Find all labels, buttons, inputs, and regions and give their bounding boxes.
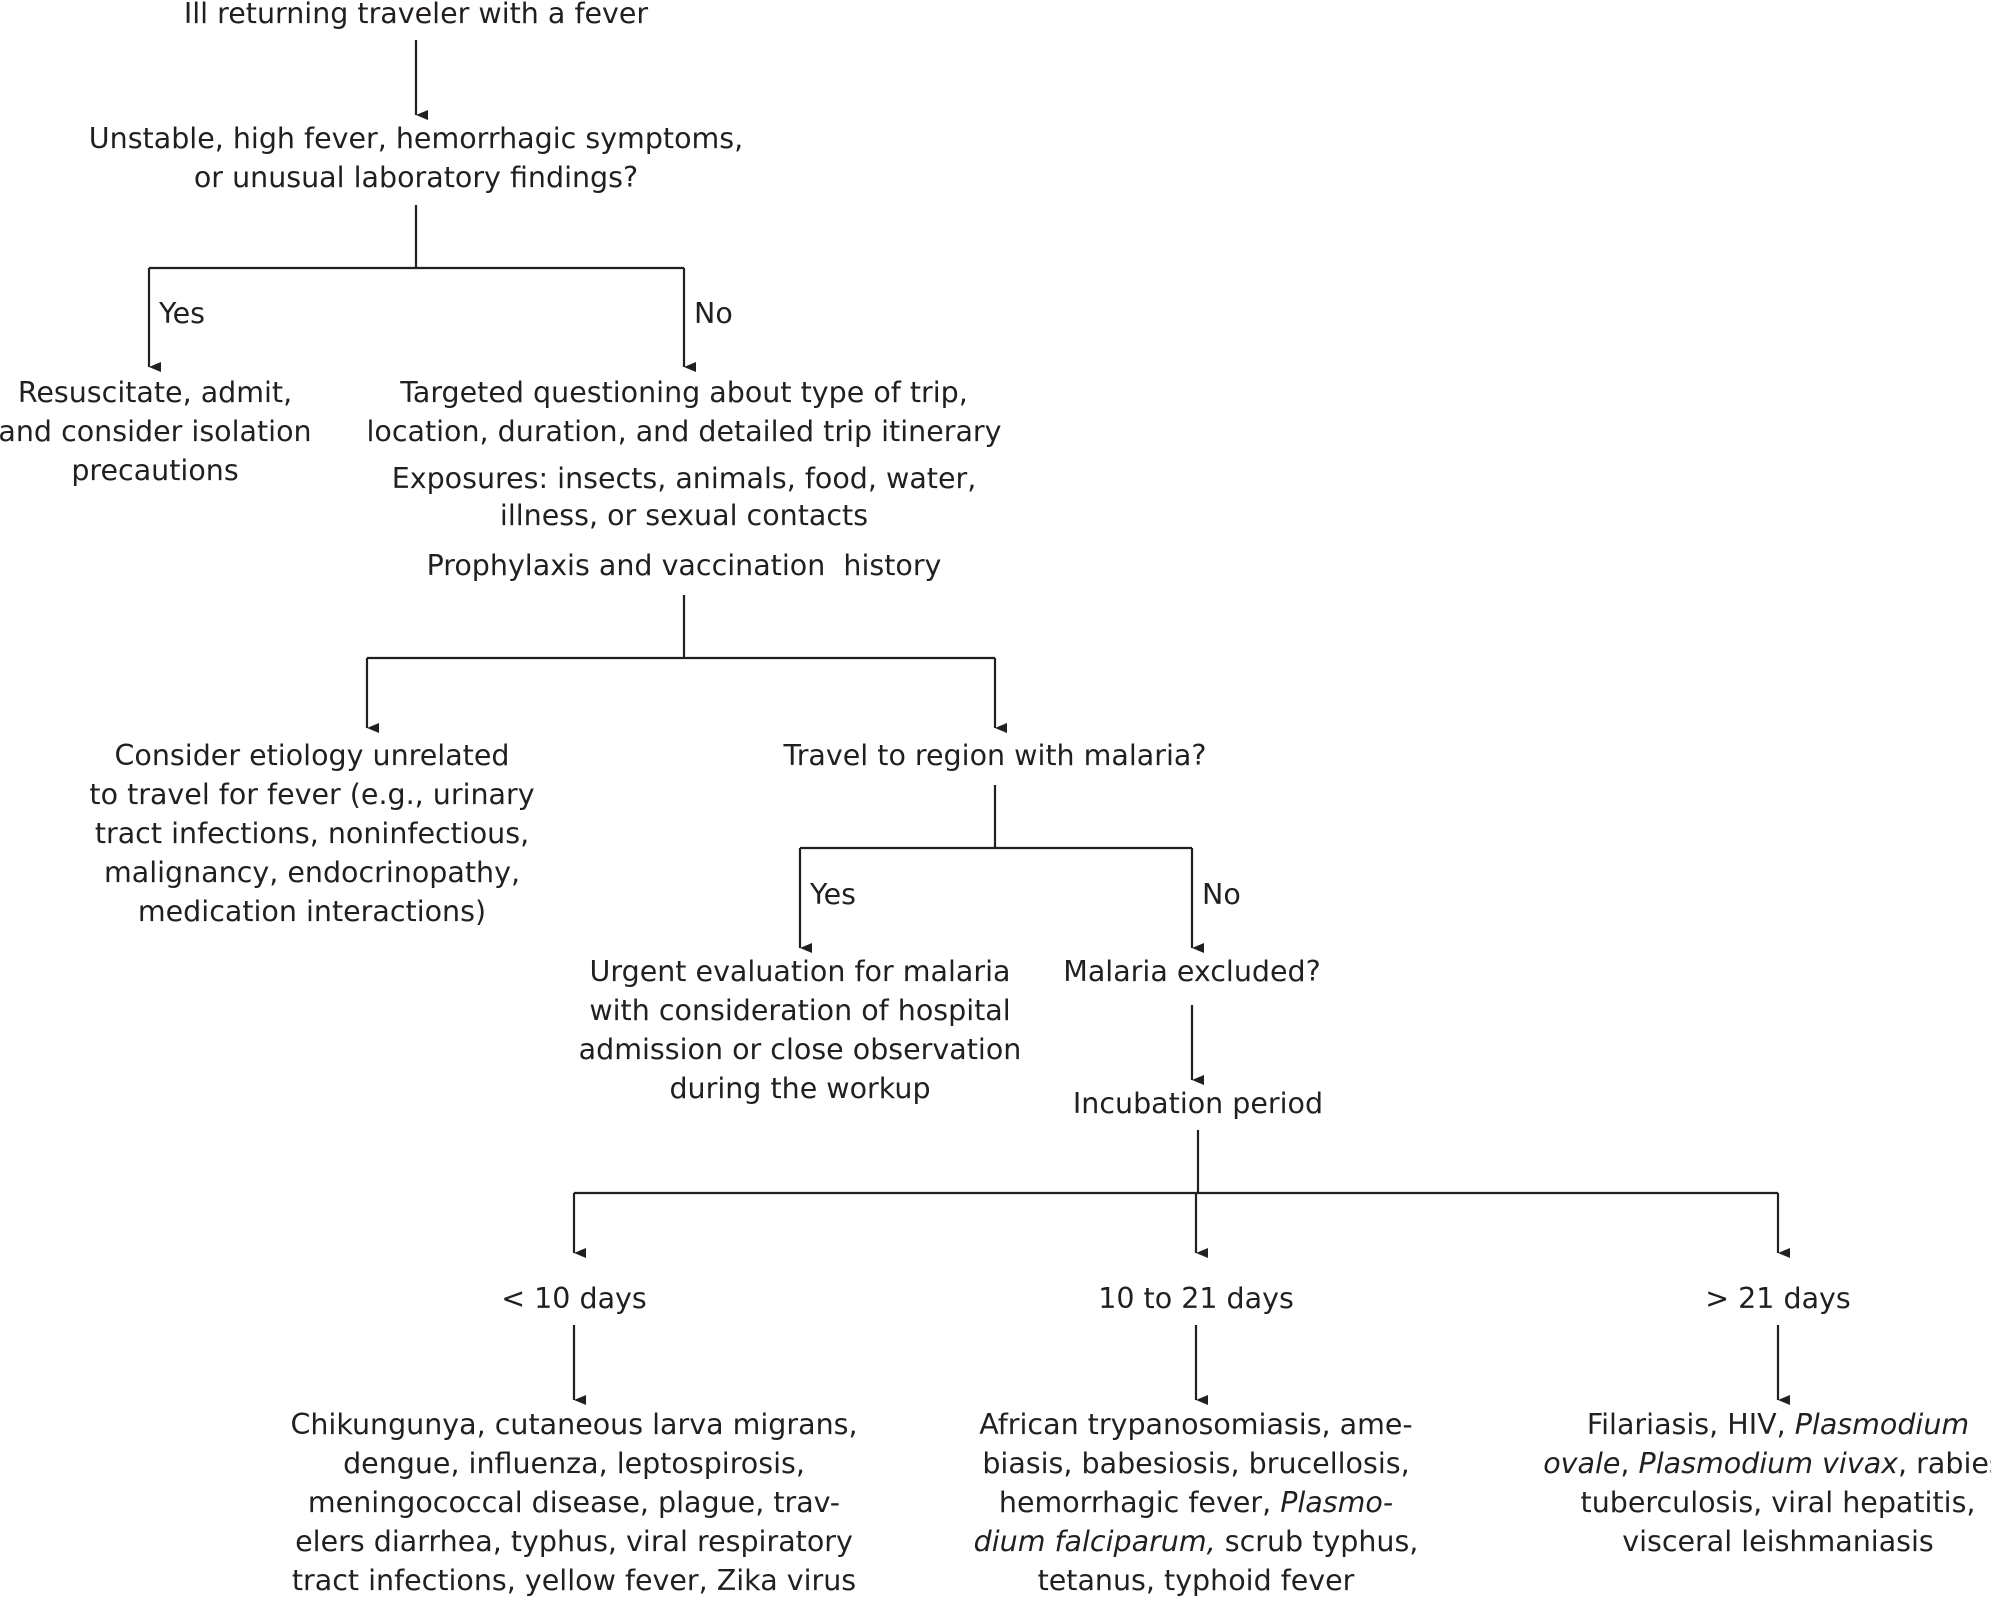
node-line: biasis, babesiosis, brucellosis, bbox=[982, 1447, 1410, 1480]
question-line: or unusual laboratory findings? bbox=[193, 161, 639, 194]
10-to-21-days-node: 10 to 21 days bbox=[1046, 1279, 1346, 1318]
line-text: , rabies, bbox=[1898, 1447, 1991, 1480]
node-line: tuberculosis, viral hepatitis, bbox=[1580, 1486, 1976, 1519]
start-node: Ill returning traveler with a fever bbox=[116, 0, 716, 33]
node-line: < 10 days bbox=[501, 1282, 647, 1315]
node-line: medication interactions) bbox=[137, 895, 487, 928]
node-line: dengue, influenza, leptospirosis, bbox=[343, 1447, 805, 1480]
node-line: precautions bbox=[71, 454, 239, 487]
node-line: hemorrhagic fever, Plasmo- bbox=[936, 1483, 1456, 1522]
node-line: visceral leishmaniasis bbox=[1622, 1525, 1934, 1558]
node-line: malignancy, endocrinopathy, bbox=[103, 856, 521, 889]
node-line: Consider etiology unrelated bbox=[114, 739, 510, 772]
node-line: Chikungunya, cutaneous larva migrans, bbox=[290, 1408, 858, 1441]
node-line: Prophylaxis and vaccination history bbox=[426, 549, 942, 582]
node-line: Urgent evaluation for malaria bbox=[589, 955, 1011, 988]
node-line: African trypanosomiasis, ame- bbox=[979, 1408, 1413, 1441]
incubation-period-node: Incubation period bbox=[998, 1084, 1398, 1123]
unstable-question-node: Unstable, high fever, hemorrhagic sympto… bbox=[66, 119, 766, 197]
node-line: tetanus, typhoid fever bbox=[1037, 1564, 1355, 1597]
malaria-region-question-node: Travel to region with malaria? bbox=[745, 736, 1245, 775]
targeted-questioning-node: Targeted questioning about type of trip,… bbox=[334, 373, 1034, 451]
gt21-days-node: > 21 days bbox=[1628, 1279, 1928, 1318]
line-text: Filariasis, HIV, bbox=[1586, 1408, 1795, 1441]
resuscitate-node: Resuscitate, admit, and consider isolati… bbox=[0, 373, 320, 490]
node-line: and consider isolation bbox=[0, 415, 312, 448]
no-label: No bbox=[694, 297, 733, 330]
node-line: 10 to 21 days bbox=[1098, 1282, 1294, 1315]
node-line: elers diarrhea, typhus, viral respirator… bbox=[295, 1525, 853, 1558]
node-line: Exposures: insects, animals, food, water… bbox=[391, 462, 977, 495]
node-line: ovale, Plasmodium vivax, rabies, bbox=[1528, 1444, 1991, 1483]
node-line: to travel for fever (e.g., urinary bbox=[89, 778, 535, 811]
start-text: Ill returning traveler with a fever bbox=[183, 0, 649, 30]
gt21-disease-list: Filariasis, HIV, Plasmodium ovale, Plasm… bbox=[1528, 1405, 1991, 1561]
node-line: Incubation period bbox=[1072, 1087, 1324, 1120]
node-line: Travel to region with malaria? bbox=[783, 739, 1207, 772]
node-line: > 21 days bbox=[1705, 1282, 1851, 1315]
node-line: Targeted questioning about type of trip, bbox=[400, 376, 968, 409]
node-line: illness, or sexual contacts bbox=[499, 499, 869, 532]
exposures-node: Exposures: insects, animals, food, water… bbox=[334, 460, 1034, 534]
node-line: tract infections, noninfectious, bbox=[94, 817, 530, 850]
yes-label: Yes bbox=[159, 297, 206, 330]
malaria-yes-label: Yes bbox=[810, 878, 857, 911]
line-text: , bbox=[1620, 1447, 1639, 1480]
urgent-evaluation-node: Urgent evaluation for malaria with consi… bbox=[550, 952, 1050, 1108]
prophylaxis-node: Prophylaxis and vaccination history bbox=[334, 546, 1034, 585]
malaria-excluded-node: Malaria excluded? bbox=[992, 952, 1392, 991]
lt10-disease-list: Chikungunya, cutaneous larva migrans, de… bbox=[264, 1405, 884, 1600]
line-text: scrub typhus, bbox=[1215, 1525, 1419, 1558]
malaria-no-label: No bbox=[1202, 878, 1241, 911]
species-name: Plasmodium bbox=[1794, 1408, 1970, 1441]
node-line: tract infections, yellow fever, Zika vir… bbox=[291, 1564, 857, 1597]
node-line: dium falciparum, scrub typhus, bbox=[936, 1522, 1456, 1561]
question-line: Unstable, high fever, hemorrhagic sympto… bbox=[88, 122, 744, 155]
species-name: ovale bbox=[1543, 1447, 1621, 1480]
node-line: admission or close observation bbox=[578, 1033, 1022, 1066]
unrelated-etiology-node: Consider etiology unrelated to travel fo… bbox=[62, 736, 562, 931]
10-21-disease-list: African trypanosomiasis, ame- biasis, ba… bbox=[936, 1405, 1456, 1600]
lt10-days-node: < 10 days bbox=[424, 1279, 724, 1318]
node-line: during the workup bbox=[669, 1072, 931, 1105]
line-text: hemorrhagic fever, bbox=[998, 1486, 1281, 1519]
species-name: Plasmo- bbox=[1280, 1486, 1394, 1519]
node-line: Filariasis, HIV, Plasmodium bbox=[1528, 1405, 1991, 1444]
node-line: Malaria excluded? bbox=[1063, 955, 1321, 988]
species-name: Plasmodium vivax bbox=[1638, 1447, 1899, 1480]
node-line: location, duration, and detailed trip it… bbox=[366, 415, 1002, 448]
node-line: Resuscitate, admit, bbox=[17, 376, 293, 409]
node-line: meningococcal disease, plague, trav- bbox=[307, 1486, 841, 1519]
node-line: with consideration of hospital bbox=[589, 994, 1011, 1027]
species-name: dium falciparum, bbox=[973, 1525, 1216, 1558]
